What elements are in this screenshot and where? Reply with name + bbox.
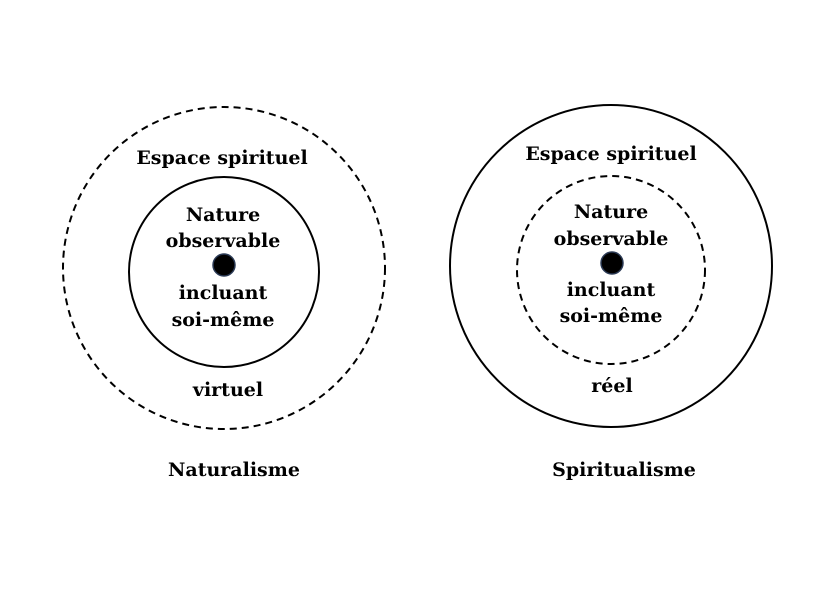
- diagram-caption: Spiritualisme: [552, 459, 696, 481]
- inner-label-line-1: Nature: [574, 201, 648, 223]
- outer-label: Espace spirituel: [525, 143, 696, 165]
- inner-label-line-1: Nature: [186, 204, 260, 226]
- ring-label: réel: [591, 375, 632, 397]
- inner-label-line-3: incluant: [567, 279, 656, 301]
- inner-label-line-4: soi-même: [560, 305, 663, 327]
- ring-label: virtuel: [192, 379, 263, 401]
- outer-label: Espace spirituel: [136, 147, 307, 169]
- inner-label-line-4: soi-même: [172, 309, 275, 331]
- inner-label-line-2: observable: [166, 230, 281, 252]
- inner-circle-solid: [128, 176, 320, 368]
- center-dot: [600, 251, 624, 275]
- inner-label-line-2: observable: [554, 228, 669, 250]
- inner-circle-dashed: [516, 175, 706, 365]
- naturalisme-diagram: Espace spirituel Nature observable inclu…: [62, 106, 386, 481]
- spiritualisme-diagram: Espace spirituel Nature observable inclu…: [449, 104, 773, 481]
- center-dot: [212, 253, 236, 277]
- inner-label-line-3: incluant: [179, 282, 268, 304]
- outer-circle-solid: [449, 104, 773, 428]
- diagram-caption: Naturalisme: [168, 459, 300, 481]
- outer-circle-dashed: [62, 106, 386, 430]
